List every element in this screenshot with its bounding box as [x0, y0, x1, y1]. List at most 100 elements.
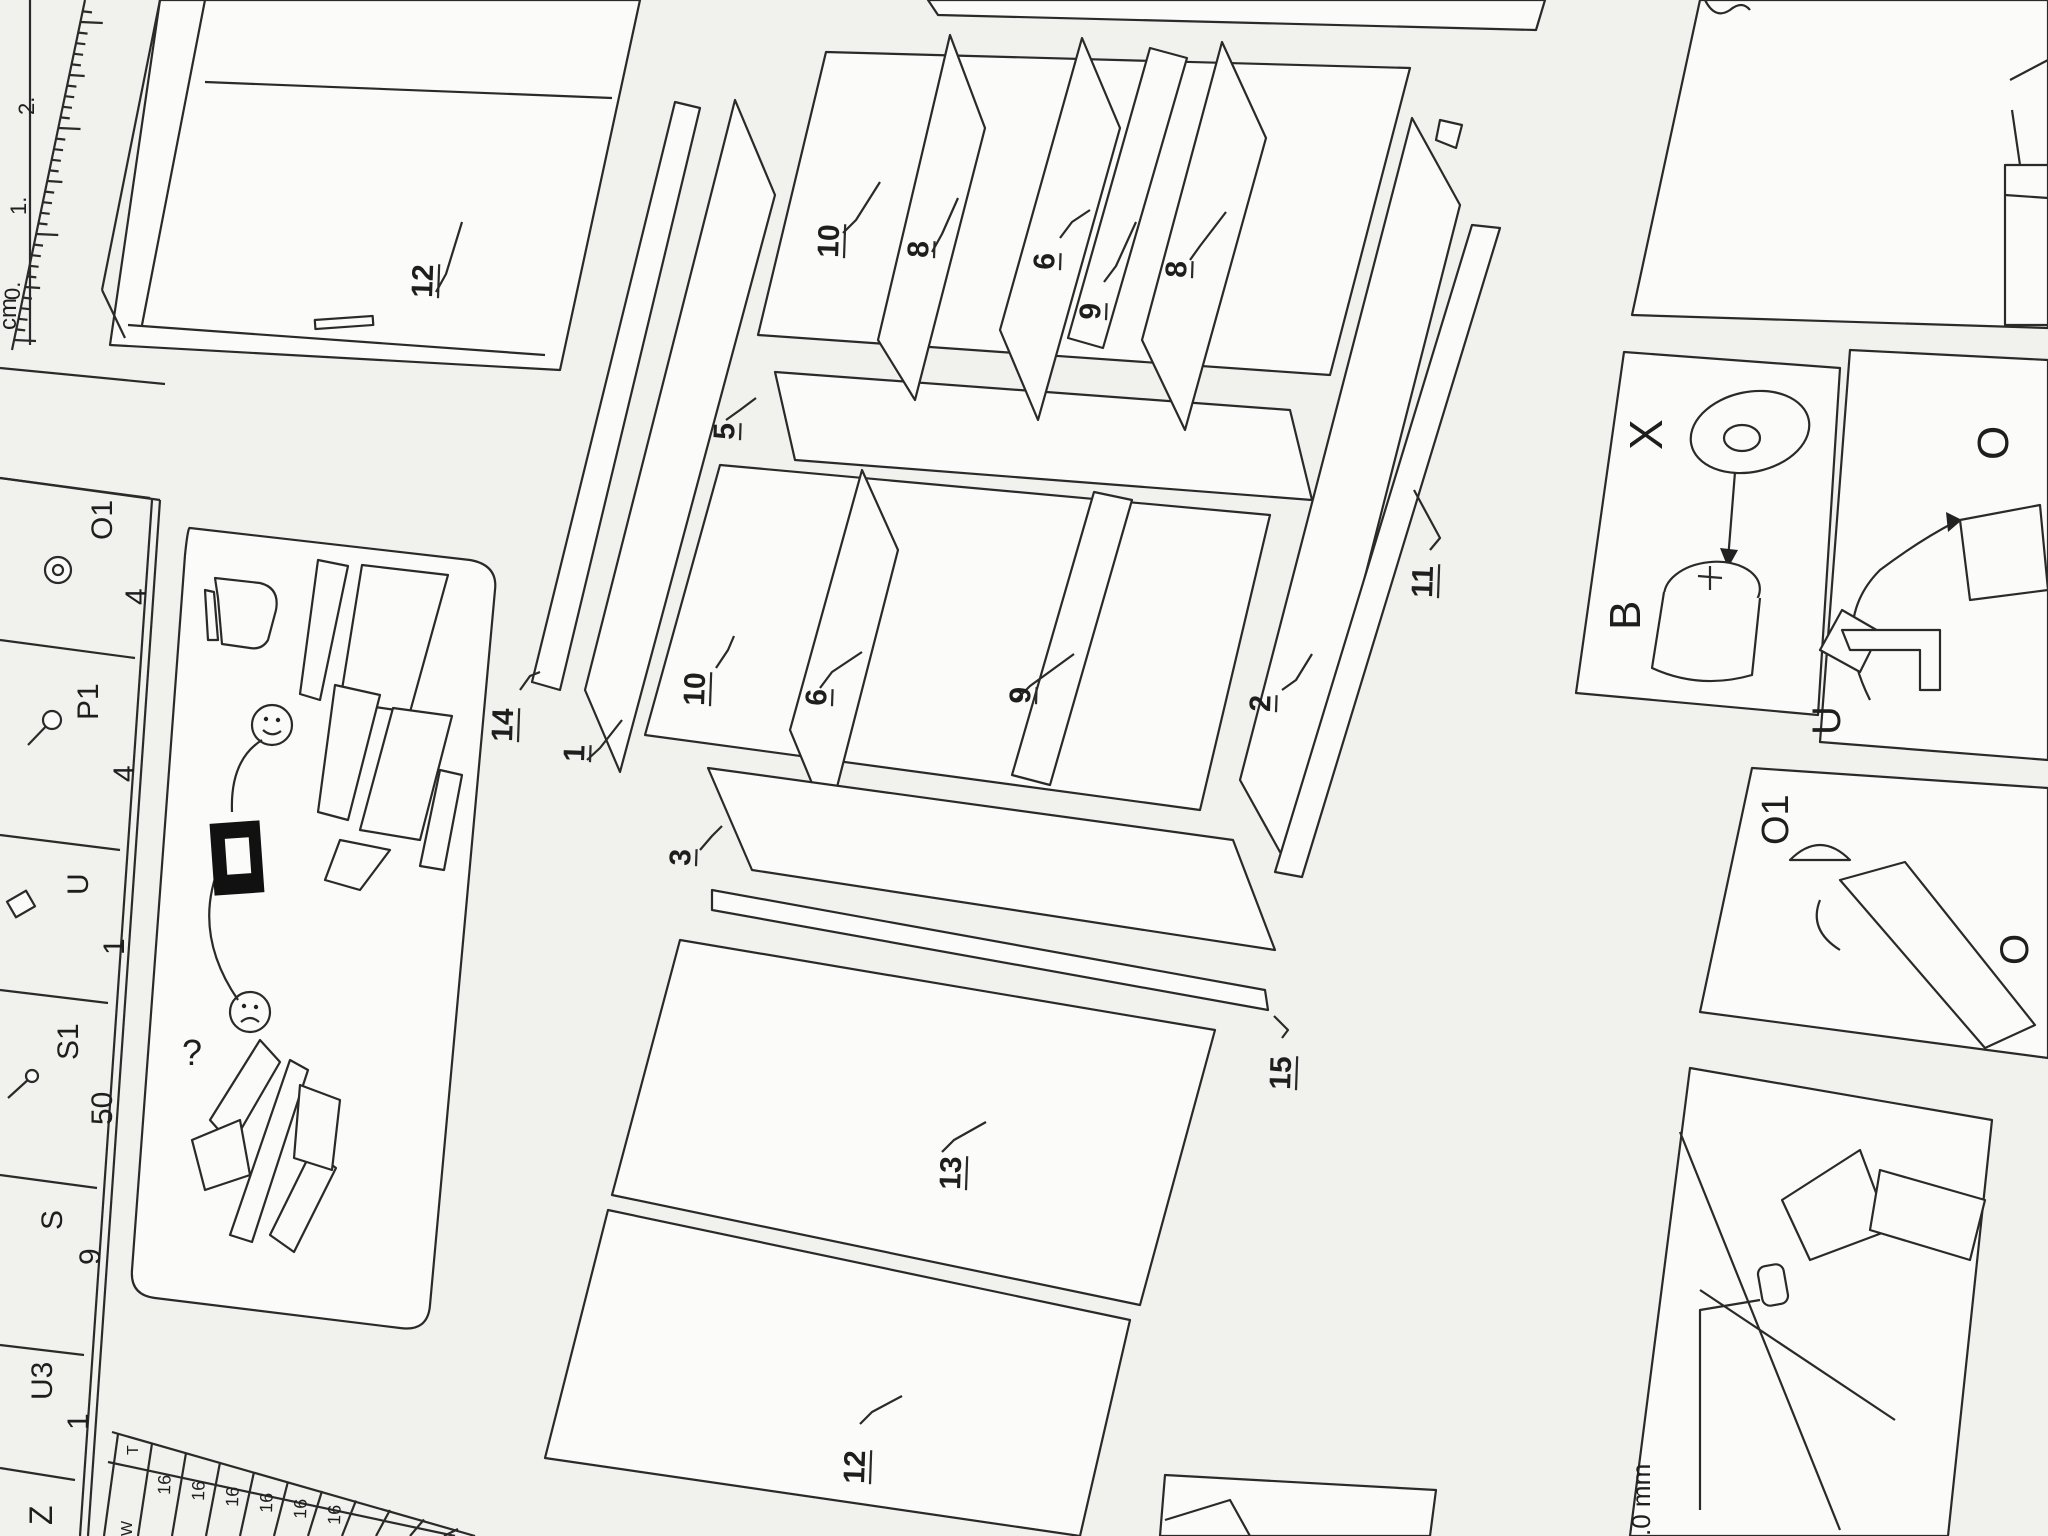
ruler-tick [80, 20, 103, 25]
panel-8-right [1140, 40, 1268, 432]
panel-9-lower [1010, 490, 1134, 787]
ruler-tick [27, 275, 37, 279]
part-number-label: 10 [812, 224, 846, 259]
table-qty-z: 1 [62, 1413, 95, 1430]
part-number-underline [1104, 303, 1108, 321]
detail-top-right [1630, 0, 2048, 330]
ruler-tick [58, 126, 81, 131]
dowel-dimension: .0 mm [1626, 1464, 1656, 1536]
ruler-tick [56, 137, 66, 141]
panel-15 [710, 888, 1270, 1012]
ruler-mark-2: 2. [14, 97, 39, 115]
detail-bottom-panel [1158, 1473, 1438, 1536]
ruler-tick [71, 63, 81, 67]
table-qty-u3: 9 [74, 1248, 107, 1265]
part-number-label: 1 [558, 744, 592, 762]
ruler-tick [53, 148, 64, 152]
table-header-p1: P1 [72, 683, 105, 720]
part-number-underline [694, 849, 698, 867]
part-number-label: 6 [800, 688, 834, 706]
ruler-tick [60, 116, 70, 120]
table-header-s1: S1 [52, 1023, 85, 1060]
ruler-mark-0: 0. [0, 282, 25, 300]
detail-screw: O U [1805, 348, 2048, 762]
part-number-underline [1058, 253, 1062, 271]
part-number-underline [842, 224, 847, 259]
part-number-label: 14 [486, 707, 520, 742]
part-number-label: 9 [1074, 302, 1108, 320]
side-table-value: 16 [324, 1504, 345, 1525]
cam-lock-icon [1650, 560, 1762, 683]
part-number-underline [868, 1450, 873, 1485]
measuring-ruler: cm 0. 1. 2. [0, 0, 103, 351]
detail-cam-lock: X B [1574, 350, 1842, 717]
part-number-underline [1190, 261, 1194, 279]
part-number-label: 5 [708, 422, 742, 440]
ruler-tick [20, 307, 30, 311]
exploded-panels [530, 0, 1547, 1536]
telephone-icon [209, 820, 265, 896]
ruler-tick [13, 338, 37, 343]
ruler-tick [33, 243, 44, 247]
o1-label: O1 [1755, 794, 1797, 845]
part-number-label: 10 [678, 672, 712, 707]
help-question-mark: ? [182, 1032, 202, 1073]
panel-8-left [876, 33, 987, 402]
panel-12-lower [543, 1208, 1132, 1536]
part-number-underline [1436, 564, 1441, 599]
side-table-value: 16 [290, 1498, 311, 1519]
ruler-tick [82, 10, 93, 14]
side-table-column-line [170, 1452, 188, 1536]
side-table-column-line [375, 1509, 391, 1536]
side-table-value: 16 [188, 1480, 209, 1501]
detail-hammer-dowel: .0 mm [1626, 1066, 1994, 1536]
table-qty-s: 50 [86, 1092, 119, 1125]
thumbs-up-icon [203, 576, 278, 650]
ruler-tick [47, 179, 63, 184]
ruler-tick [69, 73, 85, 78]
hardware-parts-table: Z U3 S S1 U P1 O1 1 9 50 1 4 4 [0, 366, 166, 1536]
table-header-z: Z [23, 1505, 59, 1525]
part-number-label: 9 [1004, 686, 1038, 704]
screw-label-o: O [1969, 426, 2018, 460]
panel-1 [583, 98, 777, 774]
side-table-column-line [272, 1481, 290, 1536]
side-table-column-line [306, 1490, 324, 1536]
side-table-column-line [238, 1471, 256, 1536]
part-number-label: 3 [664, 848, 698, 866]
side-table-column-line [102, 1433, 120, 1536]
ruler-mark-1: 1. [6, 197, 31, 215]
part-number-underline [1274, 695, 1278, 713]
ruler-tick [31, 254, 41, 258]
part-number-underline [1034, 687, 1038, 705]
cam-lock-u-icon [5, 889, 37, 919]
customer-help-panel: ? [130, 526, 497, 1330]
ruler-unit: cm [0, 298, 22, 330]
side-table-value: 16 [256, 1492, 277, 1513]
ruler-tick [42, 201, 53, 205]
ruler-tick [51, 158, 61, 162]
table-qty-u: 4 [108, 765, 141, 782]
part-number-underline [708, 672, 713, 707]
detail-o1-dowel: O1 O [1698, 766, 2048, 1060]
ruler-tick [76, 42, 86, 46]
table-header-o1: O1 [86, 500, 119, 540]
side-table-column-line [443, 1528, 459, 1536]
ruler-tick [18, 317, 28, 321]
ruler-tick [62, 105, 73, 109]
part-number-underline [516, 708, 521, 743]
part-number-underline [588, 745, 592, 763]
side-table-column-line [204, 1462, 222, 1536]
ruler-tick [36, 232, 59, 237]
screw-label-u: U [1805, 706, 1849, 735]
part-number-label: 11 [1406, 565, 1440, 598]
ruler-tick [38, 222, 48, 226]
happy-face-icon [250, 703, 294, 747]
dowel-o1-icon [43, 555, 73, 585]
side-table-value: 16 [154, 1474, 175, 1495]
screw-s1-icon [7, 1068, 40, 1099]
ruler-tick [45, 190, 55, 194]
